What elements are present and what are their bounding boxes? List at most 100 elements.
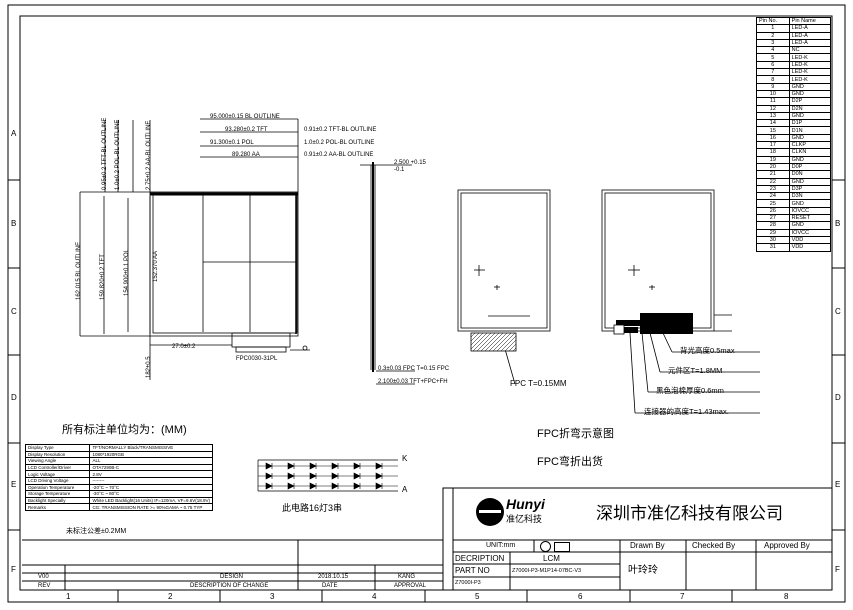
zone-row-d-right: D [835,393,841,402]
fpc-part-label: FPC0030-31PL [236,356,278,362]
description-value: LCM [543,554,560,563]
led-diode-icon [375,482,383,490]
zone-col-2: 2 [168,592,173,601]
led-k-label: K [402,454,408,463]
zone-row-e-right: E [835,480,841,489]
dim-total-thickness: 2.100±0.03 TFT+FPC+FH [378,379,448,385]
rev-value-date: 2018.10.15 [318,574,349,580]
led-a-label: A [402,485,408,494]
rev-value-rev: V00 [38,574,49,580]
spec-row: Operation Temperature-20°C ~ 70°C [24,483,213,492]
spec-label-cell: Viewing Angle [24,457,91,465]
dim-pol-bl-left: 1.0±0.2 POL-BL OUTLINE [115,119,121,190]
spec-value-cell: White LED Backlight(16 Units) IF=120mA, … [89,496,213,505]
zone-col-3: 3 [270,592,275,601]
dim-tft-width: 93.280±0.2 TFT [225,127,268,133]
pin-name-cell: NC [788,46,832,55]
note-component-area: 元件区T=1.8MM [668,366,723,375]
spec-label-cell: Storage Temperature [24,490,91,498]
description-label: DECRIPTION [455,554,505,563]
zone-row-c: C [11,307,17,316]
pin-name-cell: LED-A [788,38,832,48]
dim-pol-width: 91.300±0.1 POL [210,140,254,146]
zone-col-1: 1 [66,592,71,601]
company-name-en: Hunyi [506,496,545,512]
part-no-value: Z7000I-P3-M1P14-07BC-V3 [512,568,582,574]
led-circuit-note: 此电路16灯3串 [282,503,343,513]
dim-tft-bl-top: 0.91±0.2 TFT-BL OUTLINE [304,127,377,133]
dim-fpc-length: 182±0.5 [146,356,152,378]
spec-row: Storage Temperature-30°C ~ 80°C [24,490,213,498]
zone-col-5: 5 [475,592,480,601]
zone-row-c-right: C [835,307,841,316]
spec-label-cell: Backlight Specially [24,496,91,505]
dim-thickness: 2.500 +0.15 -0.1 [394,160,426,173]
units-note: 所有标注单位均为：(MM) [62,424,187,436]
company-logo-stripe [479,510,501,513]
zone-row-b-right: B [835,219,841,228]
led-diode-icon [331,472,339,480]
tolerance-note: 未标注公差±0.2MM [66,528,127,535]
part-no-label: PART NO [455,566,490,575]
led-diode-icon [353,462,361,470]
dim-aa-height: 152.370 AA [153,250,159,282]
fpc-out-caption: FPC弯折出货 [537,456,603,468]
spec-label-cell: Operation Temperature [24,483,91,492]
part-no-row3: Z7000I-P3 [455,580,481,586]
dim-fpc-thickness: 0.3±0.03 FPC T=0.15 FPC [378,366,450,372]
led-diode-icon [309,472,317,480]
dim-tft-height: 159.820±0.2 TFT [100,254,106,300]
dim-fpc-offset: 27.0±0.2 [172,344,196,350]
spec-label-cell: LCD Controller/Driver [24,463,91,472]
led-diode-icon [331,462,339,470]
spec-label-cell: Display Type [24,444,91,452]
dim-bl-outline-width: 95.000±0.15 BL OUTLINE [210,114,280,120]
zone-row-e: E [11,480,17,489]
zone-col-7: 7 [680,592,685,601]
spec-row: LCD Driving Voltage-------- [24,476,213,485]
unit-label: UNIT:mm [486,542,516,549]
spec-value-cell: -30°C ~ 80°C [89,490,213,498]
rev-value-approval: KANG [398,574,416,580]
note-backlight-height: 背光高度0.5max [680,346,735,355]
spec-value-cell: ALL [89,457,213,465]
rev-header-approval: APPROVAL [394,583,426,589]
zone-row-b: B [11,219,17,228]
zone-col-6: 6 [578,592,583,601]
rev-header-desc: DESCRIPTION OF CHANGE [190,583,269,589]
projection-symbol-cone [554,542,570,552]
pin-name-cell: VDD [788,243,832,252]
spec-value-cell: TFT/NORMALLY Black/TRANSMISSIVE [89,444,213,452]
projection-symbol [540,541,551,552]
spec-value-cell: CG: TRANSMISSION RATE >= 90%GAMA ~ 0.75 … [89,503,213,511]
zone-col-8: 8 [784,592,789,601]
spec-value-cell: OTA7290B-C [89,463,213,472]
rev-header-date: DATE [322,583,338,589]
dim-tft-bl-left: 0.95±0.2 TFT-BL OUTLINE [102,117,108,190]
dim-aa-bl-left: 2.75±0.2 AA-BL OUTLINE [146,120,152,190]
fpc-bend-caption: FPC折弯示意图 [537,428,614,440]
led-diode-icon [309,482,317,490]
dim-aa-width: 89.280 AA [232,152,260,158]
note-connector-height: 连接器的高度T=1.43max. [644,407,729,416]
led-diode-icon [331,482,339,490]
company-name-cn-small: 准亿科技 [506,514,543,524]
led-diode-icon [265,482,273,490]
spec-label-cell: LCD Driving Voltage [24,476,91,485]
led-diode-icon [287,472,295,480]
led-diode-icon [287,482,295,490]
fpc-thickness-label: FPC T=0.15MM [510,379,567,388]
zone-row-d: D [11,393,17,402]
led-diode-icon [265,472,273,480]
spec-value-cell: 1080*1920RGB [89,450,213,459]
